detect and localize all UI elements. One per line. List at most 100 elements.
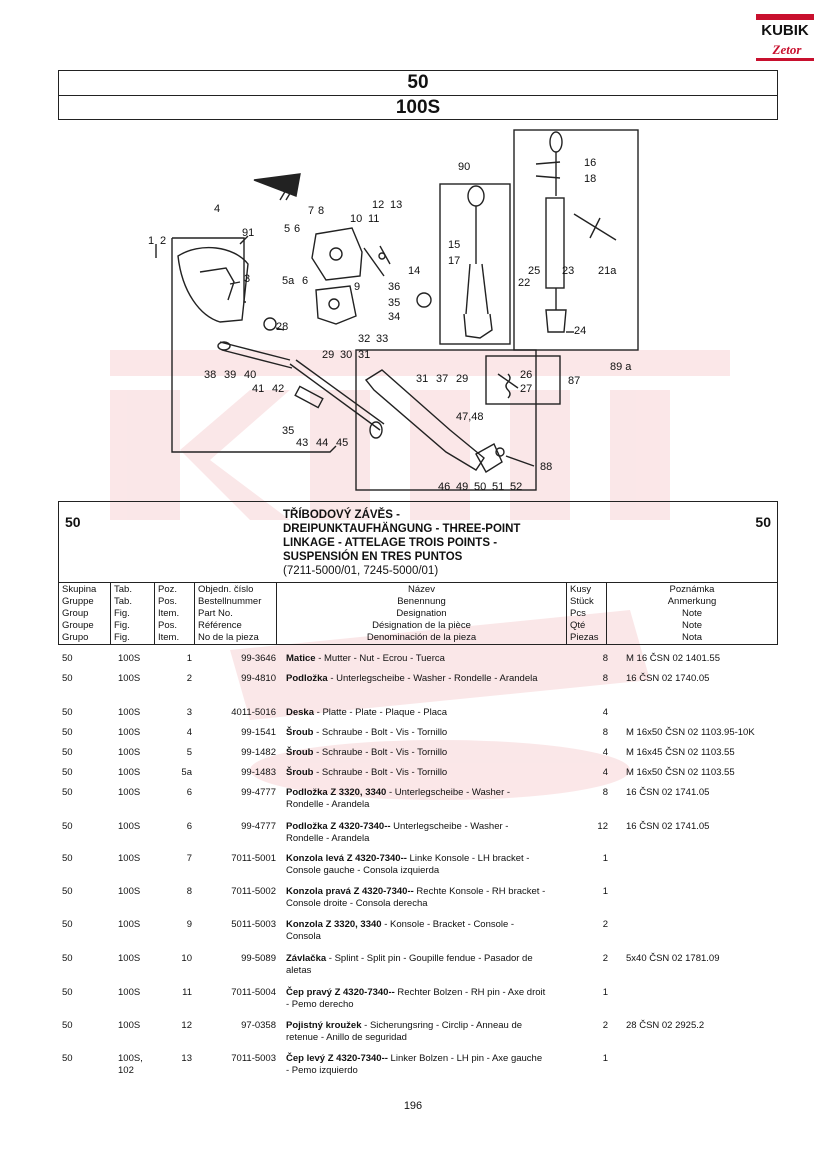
col-label: Piezas — [570, 632, 599, 643]
cell-name: Závlačka - Splint - Split pin - Goupille… — [286, 953, 546, 977]
cell-qty: 8 — [602, 787, 608, 798]
cell-partno: 99-1483 — [241, 767, 276, 778]
col-label: Item. — [158, 632, 180, 643]
cell-group: 50 — [62, 1020, 73, 1031]
cell-group: 50 — [62, 707, 73, 718]
callout-29b: 29 — [456, 373, 468, 385]
cell-partno: 97-0358 — [241, 1020, 276, 1031]
callout-49: 49 — [456, 481, 468, 493]
name-rest: - Mutter - Nut - Ecrou - Tuerca — [315, 653, 445, 664]
cell-note: 5x40 ČSN 02 1781.09 — [626, 953, 720, 964]
col-label: Denominación de la pieza — [366, 632, 477, 643]
cell-name: Čep levý Z 4320-7340-- Linker Bolzen - L… — [286, 1053, 546, 1077]
callout-1: 1 — [148, 235, 154, 247]
cell-qty: 2 — [602, 1020, 608, 1031]
name-rest: Unterlegscheibe - Washer - Rondelle - Ar… — [286, 821, 509, 844]
name-bold: Šroub — [286, 747, 314, 758]
callout-88: 88 — [540, 461, 552, 473]
callout-38: 38 — [204, 369, 216, 381]
callout-33: 33 — [376, 333, 388, 345]
col-label: Anmerkung — [667, 596, 717, 607]
page-number: 196 — [403, 1100, 423, 1112]
col-label: Fig. — [114, 608, 130, 619]
callout-17: 17 — [448, 255, 460, 267]
callout-46: 46 — [438, 481, 450, 493]
cell-group: 50 — [62, 919, 73, 930]
col-label: Pcs — [570, 608, 586, 619]
group-88-frame — [355, 349, 537, 491]
callout-37: 37 — [436, 373, 448, 385]
header-group: 50 — [59, 71, 777, 96]
logo-bar-top — [756, 14, 814, 20]
callout-91: 91 — [242, 227, 254, 239]
cell-partno: 99-4810 — [241, 673, 276, 684]
callout-31: 31 — [358, 349, 370, 361]
cell-qty: 2 — [602, 919, 608, 930]
logo-sub: Zetor — [772, 42, 802, 57]
cell-name: Konzola pravá Z 4320-7340-- Rechte Konso… — [286, 886, 546, 910]
cell-partno: 4011-5016 — [231, 707, 276, 718]
cell-note: 28 ČSN 02 2925.2 — [626, 1020, 705, 1031]
cell-partno: 99-4777 — [241, 821, 276, 832]
cell-qty: 2 — [602, 953, 608, 964]
cell-group: 50 — [62, 953, 73, 964]
col-label: Poz. — [158, 584, 178, 595]
name-bold: Konzola pravá Z 4320-7340-- — [286, 886, 414, 897]
cell-group: 50 — [62, 987, 73, 998]
callout-31b: 31 — [416, 373, 428, 385]
col-label: Benennung — [397, 596, 446, 607]
cell-group: 50 — [62, 767, 73, 778]
col-label: Gruppe — [62, 596, 94, 607]
cell-pos: 11 — [182, 987, 192, 998]
name-bold: Pojistný kroužek — [286, 1020, 362, 1031]
callout-30: 30 — [340, 349, 352, 361]
group-91-frame — [172, 237, 246, 303]
section-group-right: 50 — [755, 514, 771, 530]
cell-partno: 7011-5003 — [231, 1053, 276, 1064]
callout-6: 6 — [294, 223, 300, 235]
callout-41: 41 — [252, 383, 264, 395]
cell-group: 50 — [62, 1053, 73, 1064]
col-label: Désignation de la pièce — [372, 620, 471, 631]
cell-pos: 1 — [186, 653, 192, 664]
name-rest: - Unterlegscheibe - Washer - Rondelle - … — [327, 673, 538, 684]
callout-47-48: 47,48 — [456, 411, 484, 423]
callout-5a: 5a — [282, 275, 295, 287]
name-bold: Šroub — [286, 767, 314, 778]
name-rest: - Schraube - Bolt - Vis - Tornillo — [313, 747, 448, 758]
logo-bar-bottom — [756, 58, 814, 61]
cell-pos: 7 — [186, 853, 192, 864]
section-header: 50 50 TŘÍBODOVÝ ZÁVĚS - DREIPUNKTAUFHÄNG… — [58, 501, 778, 645]
cell-pos: 6 — [186, 787, 192, 798]
callout-25: 25 — [528, 265, 540, 277]
col-label: Part No. — [198, 608, 233, 619]
callout-36: 36 — [388, 281, 400, 293]
table-row: 50 100S 12 97-0358 Pojistný kroužek - Si… — [62, 1020, 778, 1048]
cell-pos: 9 — [186, 919, 192, 930]
cell-fig: 100S — [118, 707, 141, 718]
callout-90: 90 — [458, 161, 470, 173]
name-bold: Podložka — [286, 673, 328, 684]
cell-name: Konzola Z 3320, 3340 - Konsole - Bracket… — [286, 919, 546, 943]
cell-partno: 7011-5004 — [231, 987, 276, 998]
cell-fig: 100S — [118, 727, 141, 738]
logo-brand: KUBIK — [761, 22, 809, 39]
callout-35b: 35 — [282, 425, 294, 437]
callout-22: 22 — [518, 277, 530, 289]
name-bold: Podložka Z 3320, 3340 — [286, 787, 387, 798]
name-rest: Rechter Bolzen - RH pin - Axe droit - Pe… — [286, 987, 546, 1010]
cell-qty: 1 — [602, 853, 608, 864]
title-line: SUSPENSIÓN EN TRES PUNTOS — [283, 551, 463, 563]
cell-name: Deska - Platte - Plate - Plaque - Placa — [286, 707, 546, 719]
name-bold: Šroub — [286, 727, 314, 738]
name-bold: Čep levý Z 4320-7340-- — [286, 1053, 388, 1064]
name-rest: - Schraube - Bolt - Vis - Tornillo — [313, 727, 448, 738]
section-subtitle: (7211-5000/01, 7245-5000/01) — [283, 565, 439, 577]
cell-note: M 16x50 ČSN 02 1103.95-10K — [626, 727, 755, 738]
cell-qty: 1 — [602, 1053, 608, 1064]
callout-43: 43 — [296, 437, 308, 449]
col-label: Bestellnummer — [198, 596, 262, 607]
